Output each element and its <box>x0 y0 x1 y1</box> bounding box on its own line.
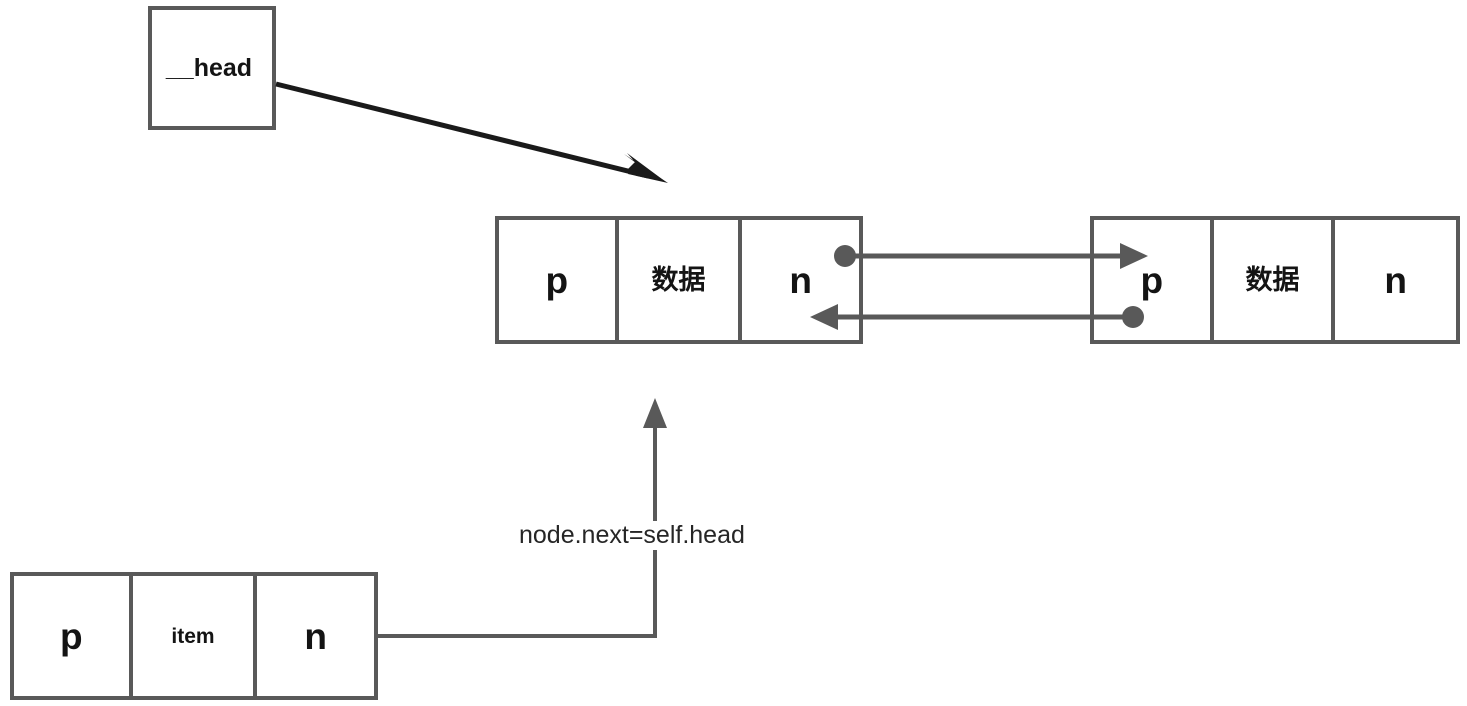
new-node-next-label: n <box>304 615 327 657</box>
new-node: p item n <box>10 572 378 700</box>
node-1-cell-data: 数据 <box>614 220 739 340</box>
node-2-data-label: 数据 <box>1245 264 1300 295</box>
node-2-cell-prev: p <box>1094 220 1210 340</box>
node-1-cell-prev: p <box>499 220 615 340</box>
head-pointer-box: __head <box>148 6 276 130</box>
head-pointer-label: __head <box>165 53 253 82</box>
new-node-cell-item: item <box>128 576 254 696</box>
node-2: p 数据 n <box>1090 216 1460 344</box>
new-node-cell-next: n <box>253 576 374 696</box>
node-2-prev-label: p <box>1140 259 1164 301</box>
node-2-cell-data: 数据 <box>1209 220 1332 340</box>
new-node-cell-prev: p <box>14 576 129 696</box>
node-2-next-label: n <box>1384 259 1407 301</box>
node-1-data-label: 数据 <box>651 264 706 295</box>
node-1-prev-label: p <box>545 259 569 301</box>
head-to-node1-arrow <box>275 81 668 183</box>
node-1-next-label: n <box>789 259 812 301</box>
code-annotation-label: node.next=self.head <box>513 521 751 550</box>
node-1-cell-next: n <box>738 220 859 340</box>
newnode-next-arrow <box>378 398 667 638</box>
new-node-item-label: item <box>171 624 215 648</box>
node-1: p 数据 n <box>495 216 863 344</box>
new-node-prev-label: p <box>60 615 83 657</box>
node-2-cell-next: n <box>1331 220 1456 340</box>
